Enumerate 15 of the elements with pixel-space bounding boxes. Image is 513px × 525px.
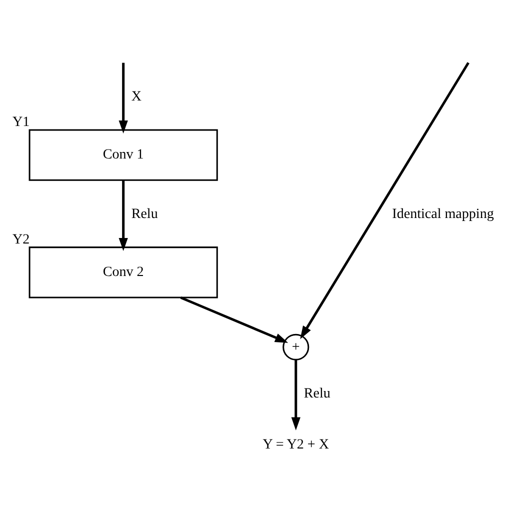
- arrow: [180, 296, 288, 343]
- edge-label: Identical mapping: [392, 206, 494, 222]
- node-box: Conv 2: [28, 246, 218, 298]
- node-circle: +: [282, 334, 310, 360]
- node-label: Y2: [12, 232, 30, 248]
- arrow: [300, 62, 470, 340]
- node-text: Y = Y2 + X: [262, 436, 329, 453]
- edge-label: X: [131, 88, 142, 105]
- arrow: [118, 180, 128, 252]
- arrow: [291, 360, 300, 430]
- edge-label: Relu: [131, 206, 158, 222]
- arrow: [118, 62, 128, 134]
- node-box: Conv 1: [28, 129, 218, 181]
- edge-label: Relu: [304, 385, 330, 402]
- node-label: Y1: [12, 114, 30, 130]
